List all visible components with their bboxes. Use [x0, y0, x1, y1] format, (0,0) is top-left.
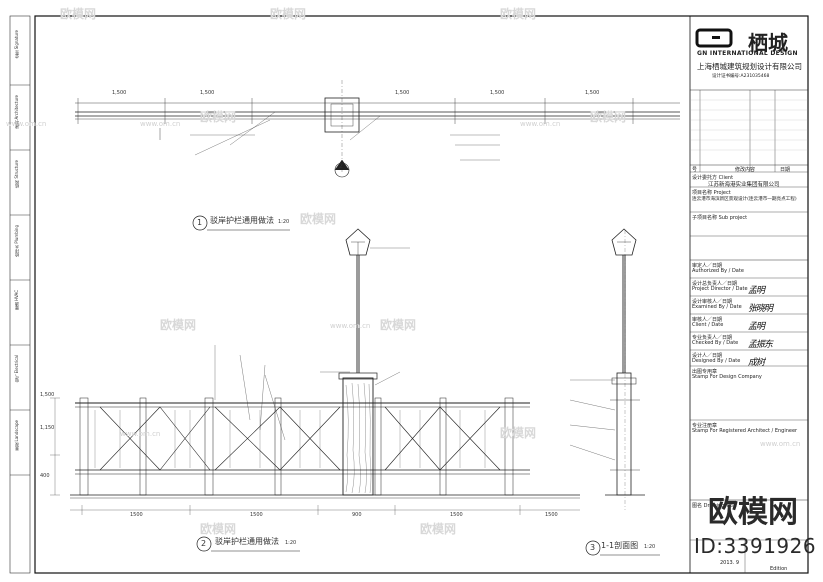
watermark-brand: 欧模网: [300, 212, 337, 226]
strip-label: 景观 Landscape: [14, 420, 19, 451]
company-name: 上海栖城建筑规划设计有限公司: [697, 62, 802, 71]
watermark-url: www.om.cn: [330, 322, 371, 330]
drawing-title-2: 驳岸护栏通用做法: [215, 537, 279, 546]
elev-dim: 1500: [450, 512, 463, 518]
approval-role-en: Client / Date: [692, 322, 724, 328]
watermark-url: www.om.cn: [120, 430, 161, 438]
left-dim: 400: [40, 473, 50, 479]
watermark-brand: 欧模网: [420, 522, 457, 536]
elev-dim: 1500: [545, 512, 558, 518]
stamp-company-en: Stamp For Design Company: [692, 374, 762, 380]
stamp-engineer-cn: 专业注册章: [692, 423, 718, 429]
approval-role-cn: 设计总负责人／日期: [692, 281, 738, 287]
strip-label: 电气 Electrical: [14, 355, 19, 383]
elev-dim: 1500: [130, 512, 143, 518]
watermark-brand: 欧模网: [270, 7, 307, 21]
drawing-scale-2: 1:20: [285, 540, 297, 546]
drawing-title-3: 1-1剖面图: [601, 541, 639, 550]
approval-signature: 孟明: [748, 286, 765, 296]
watermark-id: ID:3391926: [694, 534, 817, 558]
edition-label: Edition: [770, 566, 788, 572]
approval-role-cn: 审核人／日期: [692, 317, 723, 323]
elev-dim: 1500: [250, 512, 263, 518]
strip-label: 结构 Structure: [14, 160, 19, 188]
revision-col-date: 日期: [780, 167, 791, 173]
watermark-brand: 欧模网: [590, 110, 627, 124]
watermark-brand: 欧模网: [500, 7, 537, 21]
approval-signature: 成树: [748, 358, 765, 368]
watermark-url: www.om.cn: [520, 120, 561, 128]
strip-label: 给排水 Plumbing: [14, 225, 19, 257]
approval-role-en: Authorized By / Date: [692, 268, 744, 274]
approval-role-cn: 审定人／日期: [692, 263, 723, 269]
approval-role-en: Designed By / Date: [692, 358, 741, 364]
project-label: 项目名称 Project: [692, 190, 731, 196]
drawing-title-1: 驳岸护栏通用做法: [210, 216, 274, 225]
date-value: 2013. 9: [720, 560, 740, 566]
approval-role-cn: 设计审核人／日期: [692, 299, 733, 305]
logo-cn: 栖城: [748, 31, 788, 55]
plan-dim: 1,500: [112, 90, 127, 96]
approval-signature: 孟明: [748, 322, 765, 332]
drawing-scale-1: 1:20: [278, 219, 290, 225]
strip-label: 会签 Signature: [14, 30, 19, 59]
logo-en: GN INTERNATIONAL DESIGN: [697, 50, 798, 57]
logo-mark: [695, 28, 733, 48]
license-number: 设计证书编号:A231035468: [712, 74, 770, 79]
plan-dim: 1,500: [585, 90, 600, 96]
drawing-title-label: 图名 Drawing Title: [692, 503, 737, 509]
watermark-brand: 欧模网: [200, 522, 237, 536]
drawing-number-3: 3: [590, 543, 596, 552]
approval-role-cn: 专业负责人／日期: [692, 335, 733, 341]
approval-signature: 孟振东: [748, 340, 773, 350]
client-name: 江苏新海港实业集团有限公司: [708, 182, 780, 188]
drawing-scale-3: 1:20: [644, 544, 656, 550]
watermark-brand: 欧模网: [500, 426, 537, 440]
plan-dim: 1,500: [395, 90, 410, 96]
approval-role-cn: 设计人／日期: [692, 353, 723, 359]
revision-col-content: 修改内容: [735, 167, 756, 173]
stamp-engineer-en: Stamp For Registered Architect / Enginee…: [692, 428, 798, 434]
elev-dim: 900: [352, 512, 362, 518]
approval-role-en: Examined By / Date: [692, 304, 742, 310]
approval-role-en: Checked By / Date: [692, 340, 739, 346]
watermark-url: www.om.cn: [6, 120, 47, 128]
watermark-brand: 欧模网: [60, 7, 97, 21]
drawing-number-1: 1: [197, 218, 203, 227]
stamp-company-cn: 出图专用章: [692, 369, 718, 375]
approval-role-en: Project Director / Date: [692, 286, 748, 292]
plan-dim: 1,500: [490, 90, 505, 96]
section-marker: 2: [339, 163, 343, 170]
strip-label: 暖通 HVAC: [14, 290, 19, 311]
watermark-brand: 欧模网: [160, 318, 197, 332]
left-dim: 1,150: [40, 425, 55, 431]
project-name: 连云港市海滨新区景观设计(连云港市一期亮点工程): [692, 197, 797, 202]
watermark-url: www.om.cn: [140, 120, 181, 128]
plan-dim: 1,500: [200, 90, 215, 96]
drawing-number-2: 2: [201, 539, 207, 548]
watermark-brand: 欧模网: [200, 110, 237, 124]
approval-signature: 张晓明: [748, 304, 773, 314]
watermark-brand: 欧模网: [380, 318, 417, 332]
watermark-logo: 欧模网: [708, 495, 798, 530]
left-dim: 1,500: [40, 392, 55, 398]
sub-project-label: 子项目名称 Sub project: [692, 215, 748, 221]
watermark-url: www.om.cn: [760, 440, 801, 448]
client-label: 设计委托方 Client: [692, 175, 734, 181]
revision-col-number: 号: [692, 167, 698, 173]
